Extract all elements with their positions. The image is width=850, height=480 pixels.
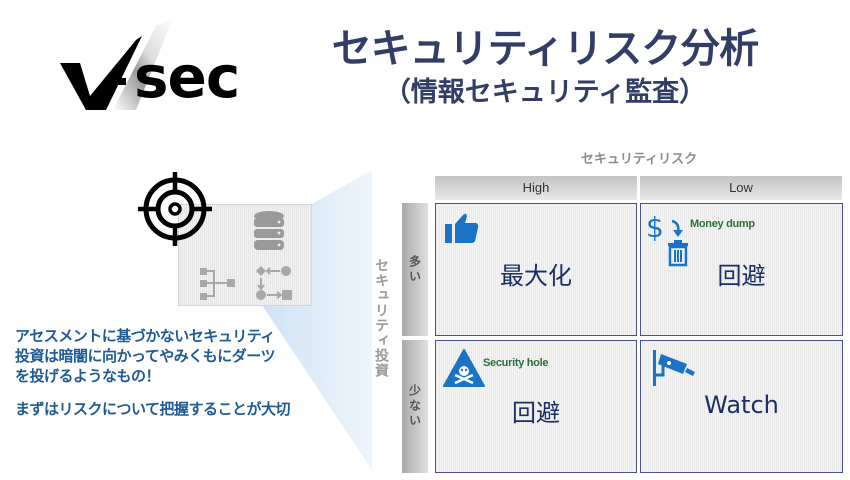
y-axis-title: セキュリティ投資 [373, 258, 389, 378]
matrix-cell-avoid-security-hole: Security hole 回避 [435, 340, 637, 473]
matrix-cell-watch: Watch [640, 340, 843, 473]
cell-label: Watch [704, 391, 779, 419]
thumbs-up-icon [445, 213, 479, 243]
money-dump-icon: $ [646, 211, 688, 267]
message-line: 投資は暗闇に向かってやみくもにダーツ [15, 347, 275, 365]
message-line: アセスメントに基づかないセキュリティ [15, 327, 275, 345]
svg-text:$: $ [646, 211, 664, 244]
target-icon [138, 172, 212, 246]
v-check-mark-icon [60, 18, 173, 110]
vsec-logo: sec [58, 18, 258, 113]
matrix-cell-avoid-money-dump: $ Money dump 回避 [640, 203, 843, 336]
message-line: を投げるようなもの！ [15, 367, 161, 385]
conclusion-message: まずはリスクについて把握することが大切 [15, 400, 291, 418]
matrix-cell-maximize: 最大化 [435, 203, 637, 336]
column-header-low: Low [640, 176, 842, 200]
tree-structure-icon [200, 268, 235, 300]
security-hole-tag: Security hole [483, 357, 549, 369]
column-header-high: High [435, 176, 637, 200]
page-subtitle: （情報セキュリティ監査） [383, 77, 707, 108]
cell-label: 回避 [512, 399, 560, 427]
assessment-message: アセスメントに基づかないセキュリティ 投資は暗闇に向かってやみくもにダーツ を投… [15, 326, 335, 386]
danger-skull-icon [443, 349, 485, 387]
database-icon [254, 211, 284, 250]
logo-text: sec [134, 43, 240, 111]
cell-label: 最大化 [500, 262, 572, 290]
row-header-few: 少ない [402, 340, 428, 473]
cell-label: 回避 [717, 262, 766, 290]
x-axis-title: セキュリティリスク [580, 152, 698, 167]
page-title: セキュリティリスク分析 [331, 26, 760, 72]
security-camera-icon [653, 350, 695, 386]
flow-icon [256, 266, 292, 300]
row-header-many: 多い [402, 203, 428, 336]
money-dump-tag: Money dump [690, 218, 755, 230]
